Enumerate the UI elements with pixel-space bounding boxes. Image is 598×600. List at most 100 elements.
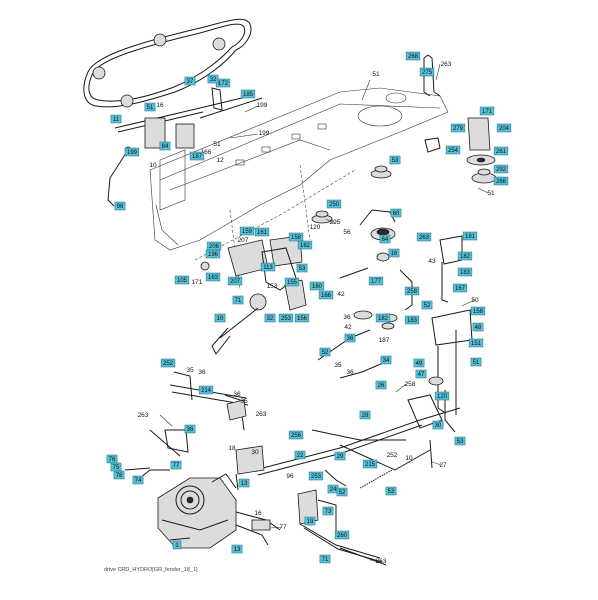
- callout-box-text: 172: [218, 81, 229, 87]
- callout-box-text: 292: [496, 167, 507, 173]
- callout-box-text: 51: [473, 360, 480, 366]
- callout-box: 105: [174, 275, 190, 285]
- callout-box: 51: [144, 102, 156, 112]
- upper-linkage: [107, 87, 263, 207]
- callout-box-text: 181: [465, 234, 476, 240]
- callout-box: 214: [198, 385, 214, 395]
- callout-box-text: 32: [210, 77, 217, 83]
- callout-box: 204: [496, 123, 512, 133]
- callout-box-bg: [214, 313, 226, 323]
- callout-box: 11: [110, 114, 122, 124]
- callout-box: 171: [479, 106, 495, 116]
- callout-box-text: 71: [322, 557, 329, 563]
- callout-box: 113: [260, 262, 276, 272]
- callout-box-bg: [434, 391, 450, 401]
- callout-box: 30: [432, 420, 444, 430]
- callout-box-text: 52: [424, 303, 431, 309]
- callout-box: 155: [284, 277, 300, 287]
- callout-box-text: 252: [163, 361, 174, 367]
- callout-box-bg: [445, 145, 461, 155]
- callout-box-text: 60: [393, 211, 400, 217]
- callout-box-text: 53: [457, 439, 464, 445]
- callout-box-text: 182: [460, 254, 471, 260]
- callout-number: 207: [238, 237, 249, 244]
- callout-box: 196: [205, 249, 221, 259]
- callout-box-text: 52: [339, 490, 346, 496]
- callout-box: 47: [415, 369, 427, 379]
- callout-box-bg: [114, 201, 126, 211]
- callout-box-bg: [336, 487, 348, 497]
- callout-box-bg: [334, 530, 350, 540]
- lower-right-bracket: [235, 445, 387, 566]
- callout-number: 30: [251, 449, 259, 456]
- callout-box-bg: [294, 450, 306, 460]
- callout-box: 261: [493, 146, 509, 156]
- callout-box: 19: [304, 516, 316, 526]
- callout-box: 182: [375, 313, 391, 323]
- callout-box-text: 24: [330, 487, 337, 493]
- callout-box: 266: [493, 176, 509, 186]
- callout-box: 177: [368, 276, 384, 286]
- callout-box-text: 171: [482, 109, 493, 115]
- callout-box-bg: [232, 295, 244, 305]
- callout-box-bg: [205, 249, 221, 259]
- mid-pulleys: [311, 209, 463, 330]
- callout-number: 43: [428, 258, 436, 265]
- callout-box-text: 78: [116, 473, 123, 479]
- callout-box-text: 48: [475, 325, 482, 331]
- callout-box-text: 74: [135, 478, 142, 484]
- callout-box: 292: [493, 164, 509, 174]
- callout-number: 187: [379, 337, 390, 344]
- callout-box-bg: [184, 424, 196, 434]
- callout-box: 258: [404, 286, 420, 296]
- callout-box: 32: [207, 74, 219, 84]
- right-linkage: [407, 309, 473, 433]
- callout-box-text: 253: [311, 474, 322, 480]
- callout-number: 35: [240, 398, 248, 405]
- callout-number: 18: [228, 445, 236, 452]
- callout-box-bg: [470, 306, 486, 316]
- callout-box-text: 258: [407, 289, 418, 295]
- callout-number: 171: [192, 279, 203, 286]
- callout-box-text: 275: [422, 70, 433, 76]
- callout-box-bg: [496, 123, 512, 133]
- callout-box-bg: [388, 248, 400, 258]
- callout-box-bg: [308, 471, 324, 481]
- callout-number: 295: [330, 219, 341, 226]
- callout-box: 199: [124, 147, 140, 157]
- callout-box-bg: [304, 516, 316, 526]
- callout-box-bg: [284, 277, 300, 287]
- callout-box: 26: [375, 380, 387, 390]
- callout-box-bg: [413, 358, 425, 368]
- callout-box-text: 159: [242, 229, 253, 235]
- callout-box: 96: [114, 201, 126, 211]
- callout-box-text: 84: [162, 144, 169, 150]
- callout-box-bg: [227, 276, 243, 286]
- callout-box: 49: [413, 358, 425, 368]
- callout-box-bg: [405, 51, 421, 61]
- callout-box-text: 16: [391, 251, 398, 257]
- callout-box-bg: [264, 313, 276, 323]
- callout-box-bg: [457, 267, 473, 277]
- callout-number: 120: [310, 224, 321, 231]
- callout-box-text: 75: [113, 465, 120, 471]
- callout-box: 160: [309, 281, 325, 291]
- callout-box: 215: [362, 459, 378, 469]
- callout-box: 253: [308, 471, 324, 481]
- callout-box: 254: [445, 145, 461, 155]
- callout-box-bg: [296, 263, 308, 273]
- callout-number: 199: [259, 130, 270, 137]
- callout-box-text: 206: [209, 244, 220, 250]
- callout-number: 96: [286, 473, 294, 480]
- callout-box-bg: [240, 89, 256, 99]
- callout-box-text: 22: [297, 453, 304, 459]
- callout-box-bg: [144, 102, 156, 112]
- callout-box: 253: [278, 313, 294, 323]
- callout-box: 34: [380, 355, 392, 365]
- callout-box-bg: [344, 333, 356, 343]
- callout-box-bg: [493, 176, 509, 186]
- callout-box: 166: [318, 290, 334, 300]
- callout-box-text: 71: [235, 298, 242, 304]
- callout-box-text: 34: [383, 358, 390, 364]
